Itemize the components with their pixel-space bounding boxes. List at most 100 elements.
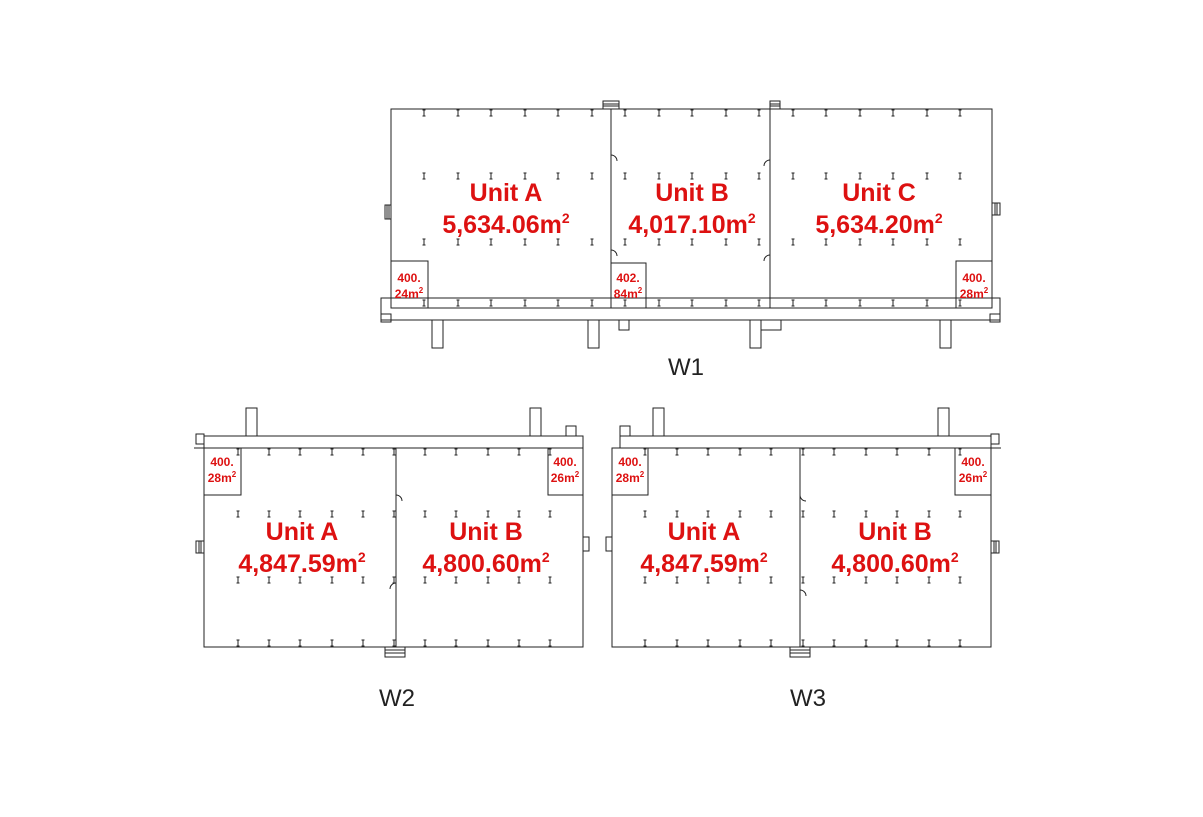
w2-office-2-line2: 26m2 (551, 470, 580, 485)
w1-office-1-line1: 400. (397, 271, 420, 285)
column-marker (548, 639, 552, 647)
column-marker (864, 576, 868, 584)
column-marker (330, 576, 334, 584)
column-marker (801, 448, 805, 456)
column-marker (454, 576, 458, 584)
column-marker (925, 299, 929, 307)
column-marker (590, 109, 594, 117)
column-marker (657, 172, 661, 180)
building-w1-outline (380, 100, 1001, 349)
column-marker (757, 172, 761, 180)
column-marker (517, 448, 521, 456)
column-marker (757, 299, 761, 307)
column-marker (895, 576, 899, 584)
w1-unit-c-name: Unit C (842, 179, 916, 207)
column-marker (361, 639, 365, 647)
w3-unit-a-name: Unit A (668, 518, 741, 546)
column-marker (824, 299, 828, 307)
column-marker (236, 510, 240, 518)
column-marker (267, 576, 271, 584)
w3-office-1-line1: 400. (618, 455, 641, 469)
column-marker (738, 448, 742, 456)
column-marker (556, 299, 560, 307)
column-marker (738, 639, 742, 647)
column-marker (791, 109, 795, 117)
w1-office-2-line2: 84m2 (614, 286, 643, 301)
column-marker (824, 109, 828, 117)
column-marker (298, 576, 302, 584)
column-marker (706, 448, 710, 456)
column-marker (895, 510, 899, 518)
w1-unit-a-area: 5,634.06m2 (442, 210, 570, 239)
column-marker (423, 639, 427, 647)
w1-office-3-line2: 28m2 (960, 286, 989, 301)
column-marker (832, 639, 836, 647)
column-marker (423, 448, 427, 456)
column-marker (958, 238, 962, 246)
column-marker (422, 172, 426, 180)
column-marker (517, 576, 521, 584)
column-marker (556, 238, 560, 246)
w3-unit-b-name: Unit B (858, 518, 932, 546)
column-marker (824, 238, 828, 246)
column-marker (769, 448, 773, 456)
column-marker (724, 109, 728, 117)
column-marker (925, 172, 929, 180)
building-w3-outline (605, 407, 1001, 658)
column-marker (858, 109, 862, 117)
w2-office-1-line2: 28m2 (208, 470, 237, 485)
column-marker (590, 238, 594, 246)
column-marker (895, 448, 899, 456)
column-marker (236, 639, 240, 647)
column-marker (724, 172, 728, 180)
column-marker (392, 510, 396, 518)
w1-office-3-line1: 400. (962, 271, 985, 285)
column-marker (858, 172, 862, 180)
column-marker (548, 448, 552, 456)
column-markers (236, 109, 962, 647)
column-marker (958, 510, 962, 518)
column-marker (925, 238, 929, 246)
column-marker (891, 299, 895, 307)
column-marker (832, 448, 836, 456)
column-marker (958, 576, 962, 584)
column-marker (925, 109, 929, 117)
column-marker (958, 109, 962, 117)
column-marker (267, 639, 271, 647)
column-marker (454, 448, 458, 456)
column-marker (657, 238, 661, 246)
column-marker (236, 576, 240, 584)
column-marker (706, 576, 710, 584)
column-marker (824, 172, 828, 180)
column-marker (643, 448, 647, 456)
column-marker (298, 448, 302, 456)
column-marker (791, 238, 795, 246)
column-marker (486, 448, 490, 456)
column-marker (454, 510, 458, 518)
column-marker (757, 238, 761, 246)
column-marker (895, 639, 899, 647)
column-marker (675, 448, 679, 456)
column-marker (422, 238, 426, 246)
column-marker (556, 172, 560, 180)
column-marker (757, 109, 761, 117)
column-marker (623, 109, 627, 117)
column-marker (456, 238, 460, 246)
column-marker (643, 510, 647, 518)
column-marker (392, 448, 396, 456)
w2-office-2-line1: 400. (553, 455, 576, 469)
w2-unit-b-area: 4,800.60m2 (422, 549, 550, 578)
column-marker (623, 172, 627, 180)
column-marker (517, 510, 521, 518)
column-marker (361, 576, 365, 584)
column-marker (267, 510, 271, 518)
column-marker (486, 576, 490, 584)
column-marker (643, 576, 647, 584)
w2-office-1-line1: 400. (210, 455, 233, 469)
column-marker (724, 238, 728, 246)
column-marker (858, 299, 862, 307)
column-marker (675, 510, 679, 518)
column-marker (489, 109, 493, 117)
column-marker (517, 639, 521, 647)
column-marker (523, 238, 527, 246)
